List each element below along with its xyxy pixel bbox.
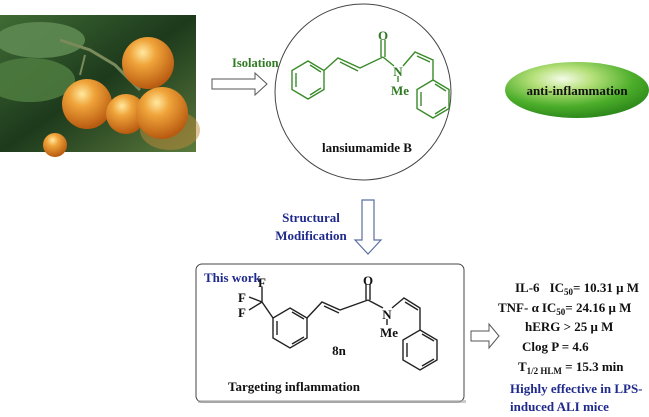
this-work-caption: Targeting inflammation — [228, 379, 361, 394]
atom-me: Me — [391, 83, 409, 98]
natural-product-name: lansiumamide B — [322, 140, 412, 155]
natural-product-circle — [274, 3, 452, 181]
atom-f-1: F — [258, 275, 266, 290]
isolation-arrow-icon — [211, 71, 268, 97]
modification-label-line1: Structural — [282, 210, 340, 225]
anti-inflammation-badge — [505, 62, 649, 118]
herg-result: hERG > 25 μ M — [525, 319, 613, 334]
modification-arrow-icon — [353, 199, 383, 255]
atom-me: Me — [380, 325, 398, 340]
clogp-result: Clog P = 4.6 — [522, 339, 589, 354]
compound-id: 8n — [332, 343, 347, 358]
lansiumamide-b-structure — [291, 40, 450, 119]
this-work-heading: This work — [204, 270, 261, 285]
atom-o: O — [363, 273, 373, 288]
modification-label-line2: Modification — [275, 228, 347, 243]
isolation-label: Isolation — [232, 56, 279, 70]
anti-inflammation-label: anti-inflammation — [526, 83, 628, 98]
atom-f-3: F — [238, 305, 246, 320]
results-arrow-icon — [470, 322, 500, 350]
atom-n: N — [382, 307, 392, 322]
atom-f-2: F — [238, 290, 246, 305]
in-vivo-line2: induced ALI mice — [510, 399, 609, 414]
half-life-result: T1/2 HLM = 15.3 min — [518, 359, 624, 376]
atom-n: N — [393, 64, 403, 79]
atom-o: O — [378, 28, 388, 43]
compound-8n-structure — [248, 284, 438, 371]
fruit-photo — [0, 15, 200, 157]
in-vivo-line1: Highly effective in LPS- — [510, 381, 643, 396]
